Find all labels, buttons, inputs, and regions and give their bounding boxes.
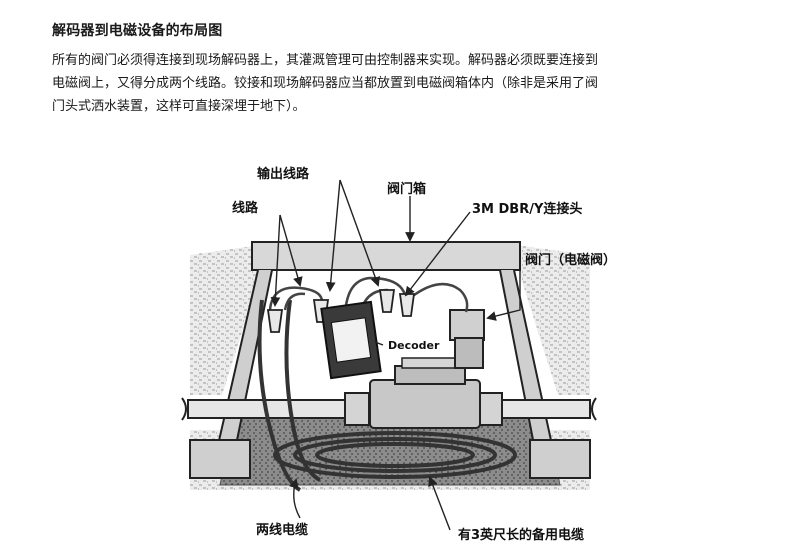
solenoid-valve: [369, 309, 485, 429]
paragraph-line: 门头式洒水装置，这样可直接深埋于地下）。: [52, 99, 306, 114]
decoder-unit: [320, 300, 382, 380]
section-heading: 解码器到电磁设备的布局图: [52, 23, 223, 39]
label-valve-box: 阀门箱: [387, 181, 426, 197]
label-output-lines: 输出线路: [257, 166, 310, 182]
label-connector: 3M DBR/Y连接头: [472, 201, 582, 217]
description-paragraph: 所有的阀门必须得连接到现场解码器上，其灌溉管理可由控制器来实现。解码器必须既要连…: [52, 49, 752, 118]
label-decoder: Decoder: [388, 339, 440, 352]
paragraph-line: 电磁阀上，又得分成两个线路。铰接和现场解码器应当都放置到电磁阀箱体内（除非是采用…: [52, 76, 599, 91]
two-wire-cable: [257, 299, 322, 492]
callout-lines: [270, 179, 521, 531]
paragraph-line: 所有的阀门必须得连接到现场解码器上，其灌溉管理可由控制器来实现。解码器必须既要连…: [52, 53, 599, 68]
label-valve: 阀门（电磁阀）: [525, 252, 616, 268]
label-two-wire-cable: 两线电缆: [256, 522, 308, 538]
spare-cable-coil: [273, 431, 517, 479]
label-spare-cable: 有3英尺长的备用电缆: [458, 527, 584, 543]
label-lines: 线路: [232, 200, 259, 216]
